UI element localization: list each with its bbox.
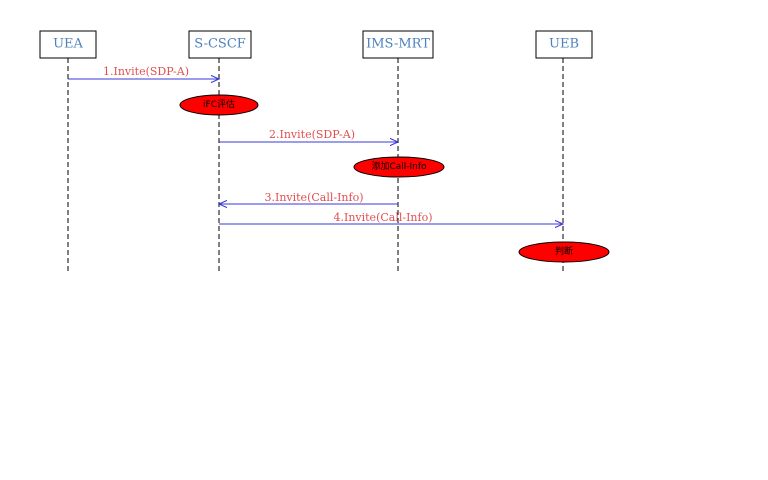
message-4-label: 4.Invite(Call-Info) xyxy=(333,211,432,224)
message-1: 1.Invite(SDP-A) xyxy=(68,65,219,79)
participant-s-cscf: S-CSCF xyxy=(188,30,252,274)
participant-ueb: UEB xyxy=(535,30,593,274)
message-3: 3.Invite(Call-Info) xyxy=(219,191,398,204)
participant-label-ueb: UEB xyxy=(549,37,579,52)
note-add-call-info-label: 添加Call-Info xyxy=(371,161,427,172)
note-judge-label: 判断 xyxy=(555,245,573,257)
participant-label-s-cscf: S-CSCF xyxy=(194,37,246,52)
participant-uea: UEA xyxy=(39,30,97,274)
note-judge: 判断 xyxy=(518,241,610,263)
note-ifc-evaluation-label: iFC评估 xyxy=(203,98,235,110)
participant-label-ims-mrt: IMS-MRT xyxy=(366,37,430,52)
message-1-label: 1.Invite(SDP-A) xyxy=(103,65,189,78)
message-2-label: 2.Invite(SDP-A) xyxy=(269,128,355,141)
note-add-call-info: 添加Call-Info xyxy=(353,156,445,178)
message-4: 4.Invite(Call-Info) xyxy=(219,211,563,224)
note-ifc-evaluation: iFC评估 xyxy=(179,94,259,116)
participant-ims-mrt: IMS-MRT xyxy=(362,30,434,274)
message-2: 2.Invite(SDP-A) xyxy=(219,128,398,142)
message-3-label: 3.Invite(Call-Info) xyxy=(264,191,363,204)
participant-label-uea: UEA xyxy=(53,37,83,52)
